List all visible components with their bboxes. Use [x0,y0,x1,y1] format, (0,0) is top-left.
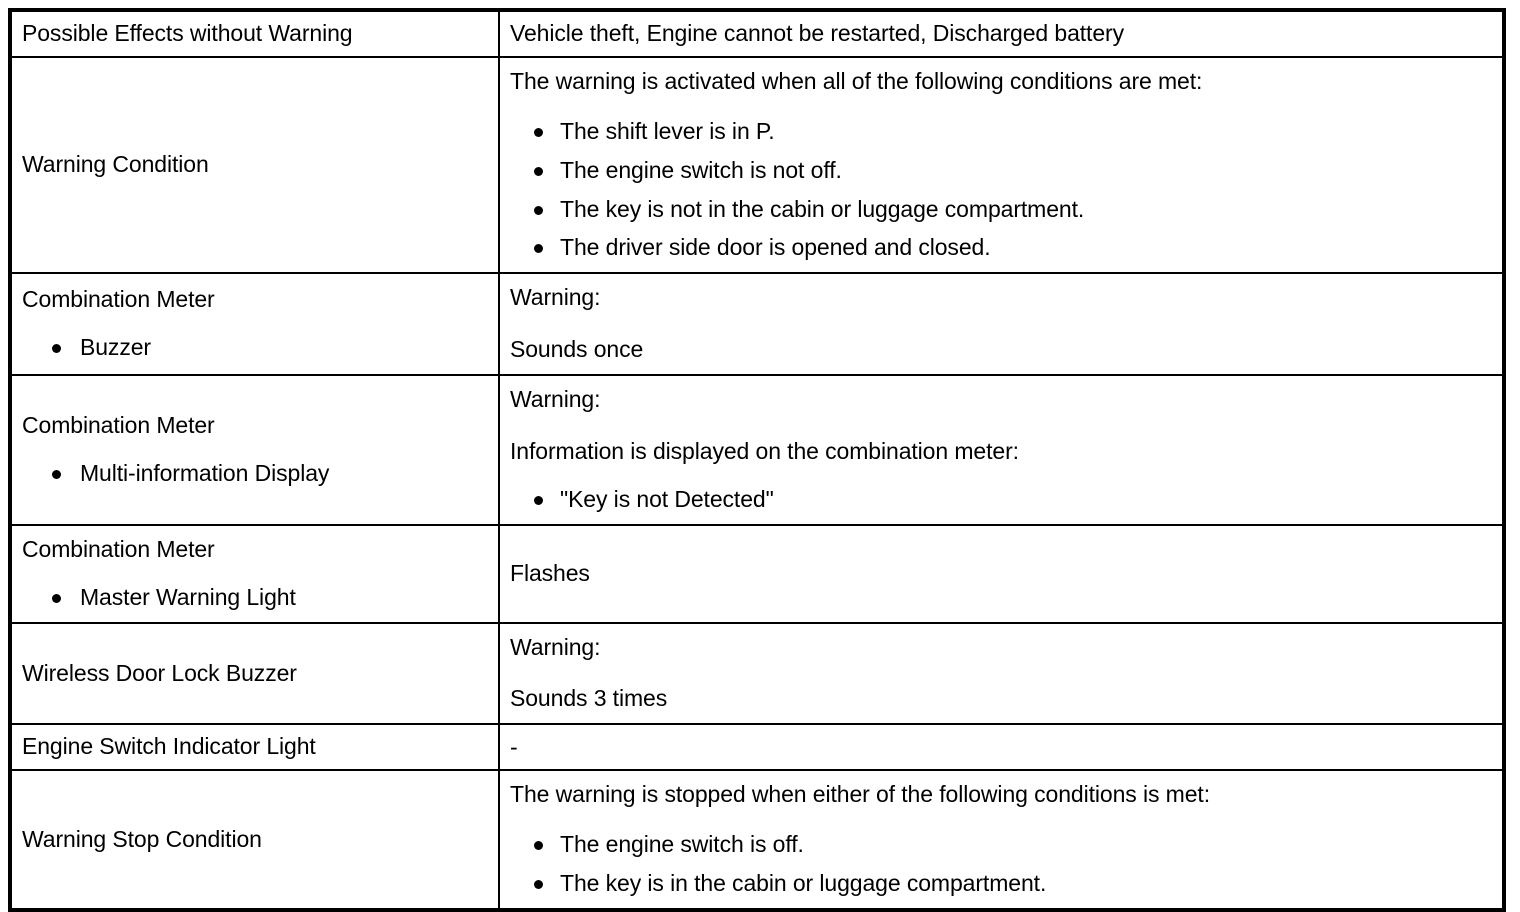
list-item-label: The key is in the cabin or luggage compa… [560,870,1047,897]
condition-list: The engine switch is off. The key is in … [510,830,1492,899]
table-row: Combination Meter Buzzer Warning: Sounds… [9,272,1505,377]
list-item-label: Master Warning Light [80,583,296,610]
list-item-label: Buzzer [80,334,151,361]
row-label-cell: Combination Meter Buzzer [9,272,500,377]
row-label: Warning Stop Condition [22,825,262,852]
row-value-cell: The warning is activated when all of the… [498,55,1505,275]
bullet-icon [52,344,61,354]
document-page: Possible Effects without Warning Vehicle… [8,8,1506,912]
list-item: The engine switch is not off. [510,156,1492,186]
row-label: Possible Effects without Warning [22,20,353,46]
list-item-label: The engine switch is off. [560,831,804,858]
list-item: The key is in the cabin or luggage compa… [510,869,1492,899]
value-paragraph: Information is displayed on the combinat… [510,438,1019,465]
row-label: Combination Meter [22,535,215,562]
list-item: The engine switch is off. [510,830,1492,860]
row-value-cell: The warning is stopped when either of th… [498,769,1505,911]
row-label-cell: Combination Meter Multi-information Disp… [9,374,500,526]
table-row: Warning Condition The warning is activat… [9,55,1505,275]
value-lead-text: - [510,733,518,760]
list-item: The key is not in the cabin or luggage c… [510,195,1492,225]
value-paragraph: Sounds once [510,336,644,363]
table-body: Possible Effects without Warning Vehicle… [9,9,1505,911]
list-item: The driver side door is opened and close… [510,233,1492,263]
list-item-label: Multi-information Display [80,459,330,486]
row-label: Warning Condition [22,151,209,178]
value-lead-text: Warning: [510,386,601,413]
label-sub-list: Buzzer [22,333,488,363]
row-value-cell: Flashes [498,523,1505,624]
value-lead-text: Flashes [510,559,590,586]
label-sub-list: Master Warning Light [22,583,488,613]
value-paragraph: Sounds 3 times [510,685,668,712]
row-label-cell: Possible Effects without Warning [9,9,500,58]
row-label: Combination Meter [22,412,215,439]
row-value-cell: Warning: Sounds 3 times [498,621,1505,726]
value-lead-text: Warning: [510,633,601,660]
row-label-cell: Warning Stop Condition [9,769,500,911]
bullet-icon [534,205,543,215]
bullet-icon [534,244,543,254]
warning-specification-table: Possible Effects without Warning Vehicle… [8,8,1506,912]
list-item: Master Warning Light [22,583,488,613]
bullet-icon [534,880,543,890]
row-label-cell: Wireless Door Lock Buzzer [9,621,500,726]
bullet-icon [534,166,543,176]
label-sub-list: Multi-information Display [22,459,488,489]
row-label: Engine Switch Indicator Light [22,733,316,760]
value-lead-text: The warning is activated when all of the… [510,67,1203,94]
list-item-label: The shift lever is in P. [560,117,775,144]
bullet-icon [534,495,543,505]
list-item-label: The driver side door is opened and close… [560,234,991,261]
list-item-label: "Key is not Detected" [560,485,774,512]
value-lead-text: Warning: [510,284,601,311]
condition-list: The shift lever is in P. The engine swit… [510,117,1492,264]
list-item: "Key is not Detected" [510,485,1492,515]
list-item: Multi-information Display [22,459,488,489]
row-value-cell: - [498,723,1505,772]
table-row: Combination Meter Multi-information Disp… [9,374,1505,526]
row-label-cell: Warning Condition [9,55,500,275]
bullet-icon [534,127,543,137]
row-label: Combination Meter [22,286,215,313]
row-label-cell: Engine Switch Indicator Light [9,723,500,772]
list-item: The shift lever is in P. [510,117,1492,147]
value-lead-text: The warning is stopped when either of th… [510,781,1211,808]
row-value-cell: Warning: Information is displayed on the… [498,374,1505,526]
table-row: Wireless Door Lock Buzzer Warning: Sound… [9,621,1505,726]
table-row: Engine Switch Indicator Light - [9,723,1505,772]
list-item-label: The engine switch is not off. [560,156,842,183]
value-lead-text: Vehicle theft, Engine cannot be restarte… [510,20,1125,46]
message-list: "Key is not Detected" [510,485,1492,515]
row-label-cell: Combination Meter Master Warning Light [9,523,500,624]
list-item: Buzzer [22,333,488,363]
list-item-label: The key is not in the cabin or luggage c… [560,195,1085,222]
row-value-cell: Warning: Sounds once [498,272,1505,377]
table-row: Combination Meter Master Warning Light F… [9,523,1505,624]
bullet-icon [52,593,61,603]
row-value-cell: Vehicle theft, Engine cannot be restarte… [498,9,1505,58]
table-row: Warning Stop Condition The warning is st… [9,769,1505,911]
table-row: Possible Effects without Warning Vehicle… [9,9,1505,58]
bullet-icon [52,469,61,479]
row-label: Wireless Door Lock Buzzer [22,659,297,686]
bullet-icon [534,841,543,851]
